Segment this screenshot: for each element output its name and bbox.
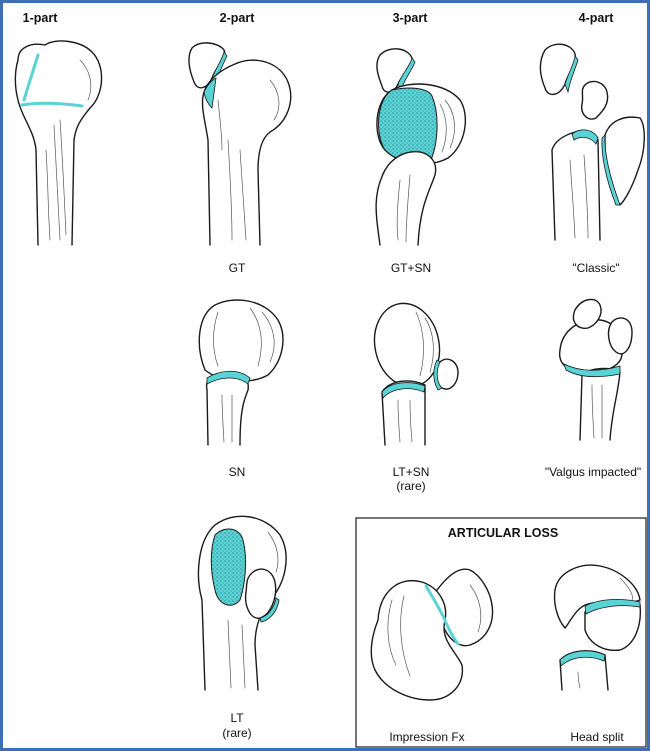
- humeral-shaft: [552, 130, 600, 240]
- label-classic: "Classic": [572, 261, 619, 275]
- lesser-tuberosity-fragment: [582, 81, 608, 119]
- humeral-shaft: [376, 152, 436, 245]
- label-lt: LT: [230, 711, 244, 725]
- four-part-classic-illustration: [540, 44, 644, 240]
- label-lt-note: (rare): [222, 726, 251, 740]
- column-header-4-part: 4-part: [579, 11, 615, 25]
- label-lt-sn-note: (rare): [396, 479, 425, 493]
- label-head-split: Head split: [570, 730, 624, 744]
- two-part-gt-illustration: [189, 43, 291, 245]
- two-part-sn-illustration: [199, 300, 283, 445]
- articular-loss-panel: ARTICULAR LOSS Impression Fx Head split: [356, 518, 646, 747]
- articular-loss-title: ARTICULAR LOSS: [448, 526, 558, 540]
- exposed-fracture-surface: [379, 88, 438, 163]
- impression-fracture-illustration: [371, 569, 492, 700]
- label-impression-fx: Impression Fx: [389, 730, 464, 744]
- exposed-fracture-surface: [211, 529, 245, 605]
- three-part-lt-sn-illustration: [367, 297, 458, 445]
- label-sn: SN: [229, 465, 246, 479]
- four-part-valgus-impacted-illustration: [560, 299, 632, 440]
- humerus-outline: [203, 60, 291, 245]
- label-lt-sn: LT+SN: [393, 465, 430, 479]
- lesser-tuberosity-fragment: [609, 318, 632, 354]
- head-split-illustration: [555, 565, 641, 690]
- one-part-humerus-illustration: [15, 41, 101, 245]
- label-gt-sn: GT+SN: [391, 261, 431, 275]
- humeral-shaft: [580, 368, 620, 440]
- column-header-3-part: 3-part: [393, 11, 429, 25]
- column-header-1-part: 1-part: [23, 11, 59, 25]
- label-valgus-impacted: "Valgus impacted": [545, 465, 641, 479]
- humeral-head: [199, 300, 283, 381]
- humeral-shaft: [207, 374, 249, 445]
- three-part-gt-sn-illustration: [376, 49, 465, 245]
- column-header-2-part: 2-part: [220, 11, 256, 25]
- two-part-lt-illustration: [198, 516, 286, 690]
- label-gt: GT: [229, 261, 246, 275]
